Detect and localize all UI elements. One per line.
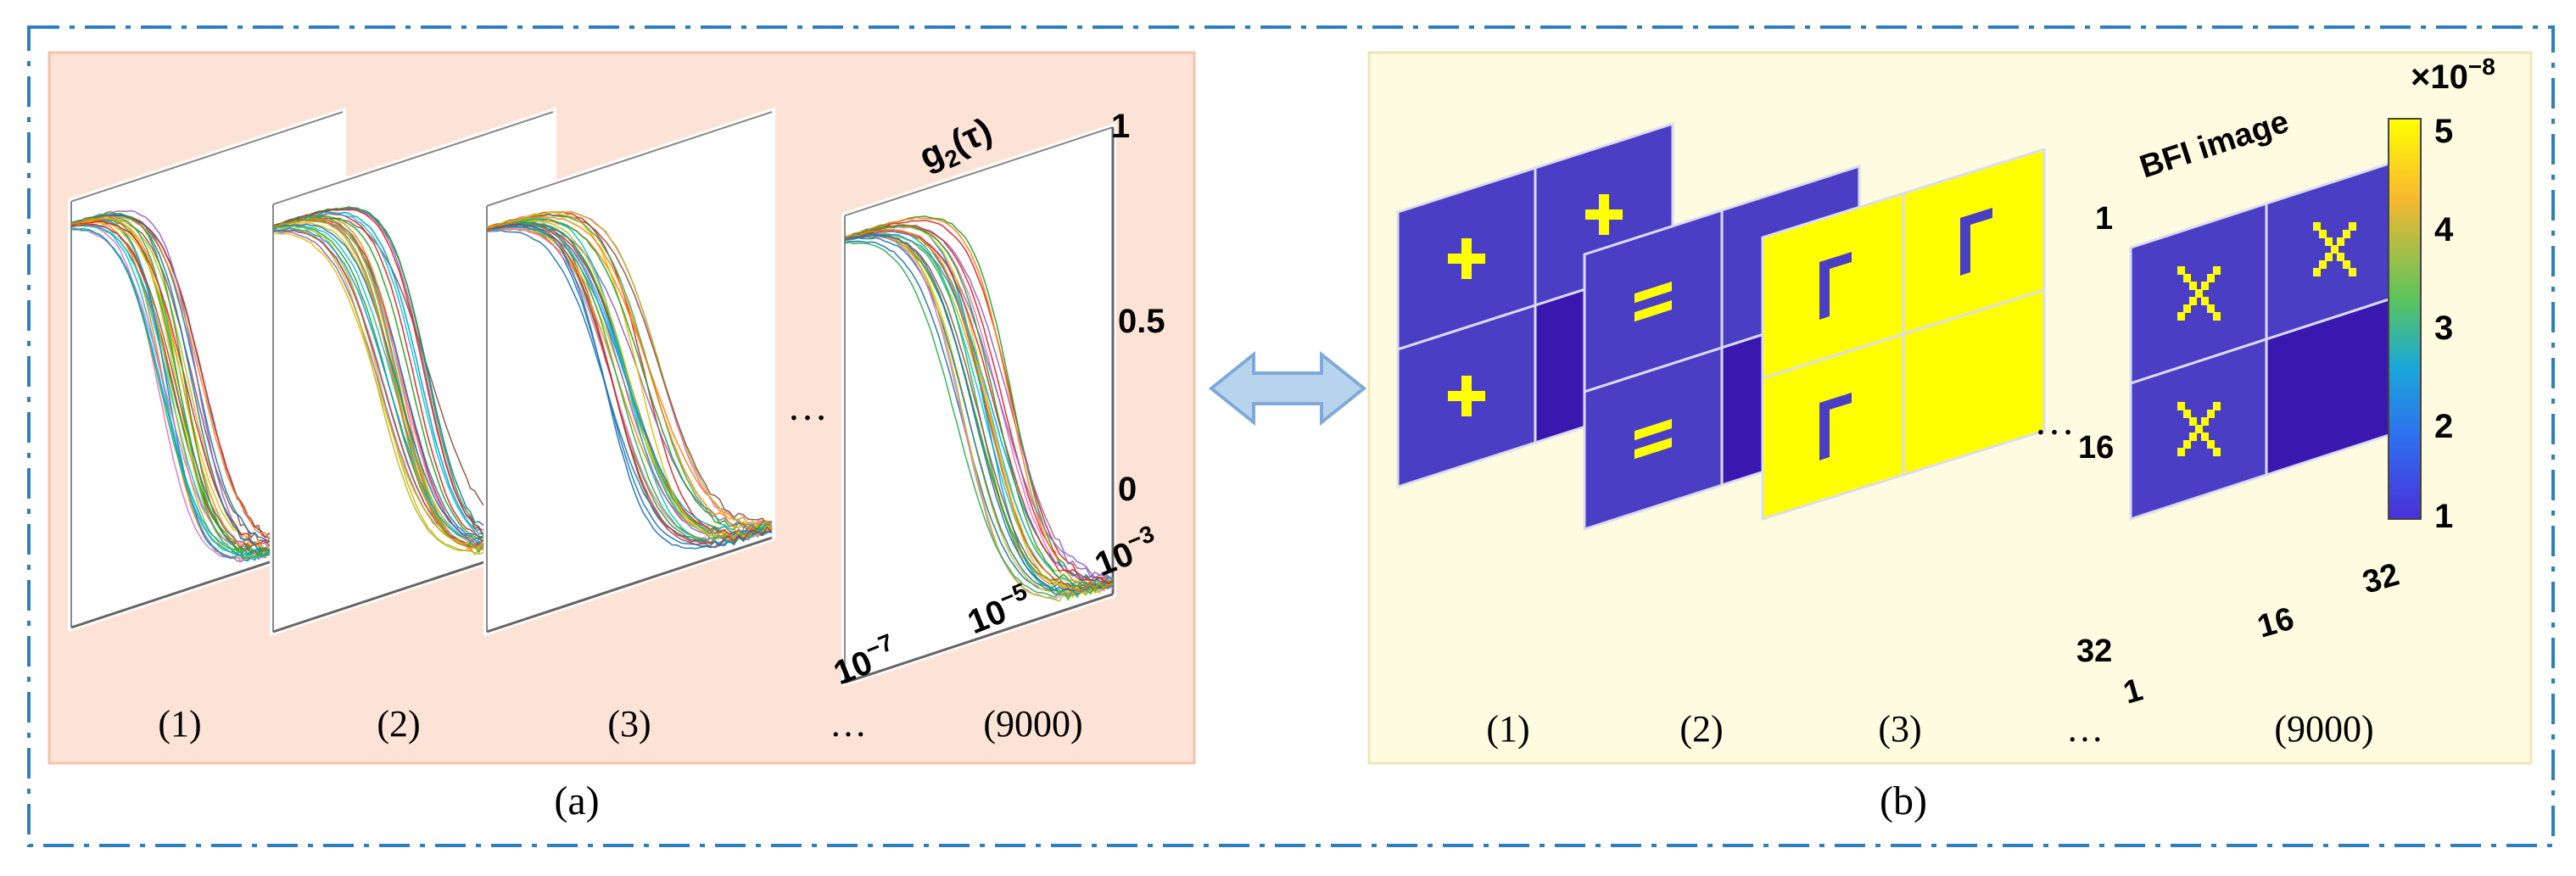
panel-b-frame-label-ellipsis: … [2066, 708, 2104, 750]
g2-curve-frame [483, 107, 775, 637]
left-axis-tick-1: 1 [2095, 201, 2113, 237]
panel-a-frame-label-1: (1) [158, 703, 201, 745]
panel-a-frame-label-2: (2) [377, 703, 420, 745]
z-tick-1: 1 [1111, 108, 1130, 145]
g2-curve-frame [841, 122, 1116, 688]
z-tick-0.5: 0.5 [1118, 303, 1165, 340]
panel-a-frame-label-3: (3) [607, 703, 651, 745]
panel-b-frame-label-9000: (9000) [2274, 708, 2373, 750]
panel-a-frames [68, 107, 1116, 688]
panel-a-caption: (a) [554, 778, 599, 823]
panel-b-frame-label-2: (2) [1679, 708, 1723, 750]
colorbar-multiplier: ×10−8 [2411, 53, 2495, 96]
left-axis-tick-32: 32 [2076, 633, 2112, 669]
panel-b-caption: (b) [1880, 778, 1927, 823]
bfi-map-frame [2129, 157, 2404, 522]
panel-b-ellipsis-mid: … [2034, 399, 2075, 444]
outer-dashdot-border [27, 25, 2555, 847]
panel-a-ellipsis-mid: … [787, 384, 828, 429]
colorbar-tick-5: 5 [2434, 113, 2453, 150]
z-tick-0: 0 [1118, 471, 1137, 508]
panel-b-frame-label-1: (1) [1486, 708, 1529, 750]
bidirectional-arrow-icon [1208, 350, 1367, 427]
bfi-map-frame [1761, 147, 2046, 522]
colorbar-tick-1: 1 [2434, 498, 2453, 535]
left-axis-tick-16: 16 [2078, 430, 2114, 466]
panel-b-frames [1396, 121, 2404, 532]
colorbar-tick-2: 2 [2434, 408, 2453, 445]
colorbar-tick-4: 4 [2434, 211, 2454, 248]
panel-b-frame-label-3: (3) [1878, 708, 1921, 750]
panel-a-frame-label-ellipsis: … [830, 703, 867, 745]
colorbar-tick-3: 3 [2434, 310, 2453, 347]
panel-a-frame-label-9000: (9000) [983, 703, 1082, 745]
colorbar: ×10−8 5 4 3 2 1 [2388, 53, 2495, 535]
